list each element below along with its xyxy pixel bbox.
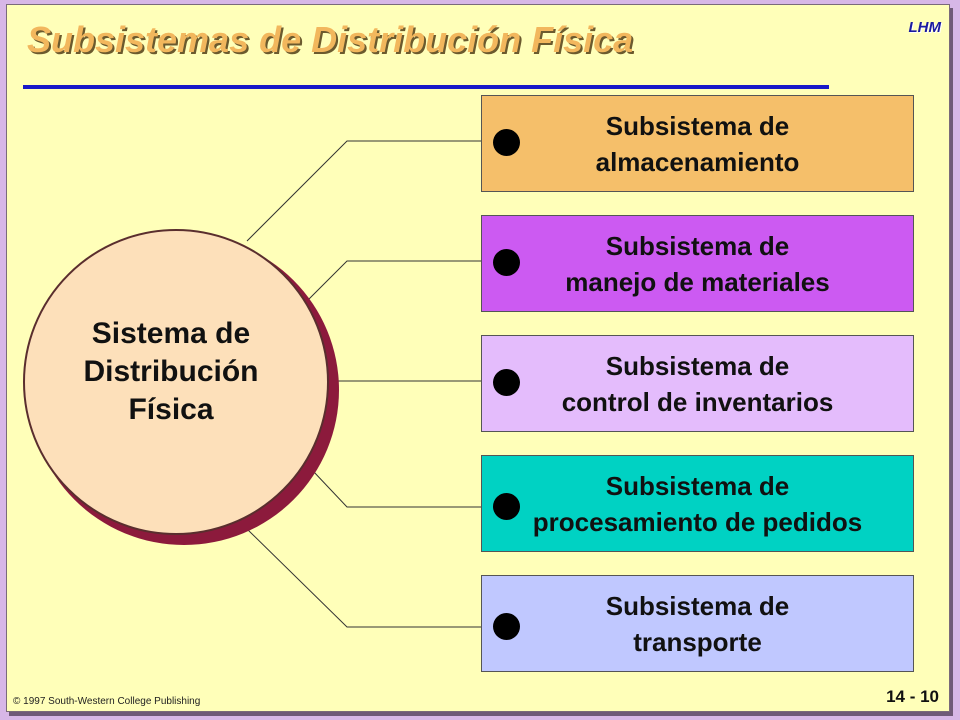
connector-lines (246, 140, 502, 628)
connector-line-1 (246, 140, 502, 242)
subsystem-box-almacenamiento: Subsistema de almacenamiento (481, 95, 914, 192)
bullet-dot-3 (493, 369, 520, 396)
slide-title: Subsistemas de Distribución Física (27, 19, 634, 60)
page-number: 14 - 10 (886, 687, 939, 706)
connector-line-5 (246, 528, 502, 628)
connector-line-4 (312, 470, 502, 508)
center-circle: Sistema de Distribución Física (23, 229, 329, 535)
center-circle-label: Sistema de Distribución Física (83, 317, 259, 426)
bullet-dot-4 (493, 493, 520, 520)
subsystem-label: Subsistema de manejo de materiales (565, 230, 830, 297)
subsystem-box-transporte: Subsistema de transporte (481, 575, 914, 672)
title-underline (23, 85, 829, 89)
author-initials: LHM (908, 19, 942, 36)
slide: Subsistemas de Distribución Física LHM S… (6, 4, 950, 712)
connector-line-2 (306, 260, 502, 302)
subsystem-label: Subsistema de procesamiento de pedidos (532, 470, 863, 537)
bullet-dot-2 (493, 249, 520, 276)
subsystem-label: Subsistema de control de inventarios (561, 350, 834, 417)
subsystem-box-procesamiento-pedidos: Subsistema de procesamiento de pedidos (481, 455, 914, 552)
bullet-dot-1 (493, 129, 520, 156)
subsystem-box-manejo-materiales: Subsistema de manejo de materiales (481, 215, 914, 312)
subsystem-label: Subsistema de transporte (605, 590, 790, 657)
subsystem-label: Subsistema de almacenamiento (595, 110, 800, 177)
bullet-dot-5 (493, 613, 520, 640)
copyright-notice: © 1997 South-Western College Publishing (13, 696, 201, 707)
subsystem-box-control-inventarios: Subsistema de control de inventarios (481, 335, 914, 432)
